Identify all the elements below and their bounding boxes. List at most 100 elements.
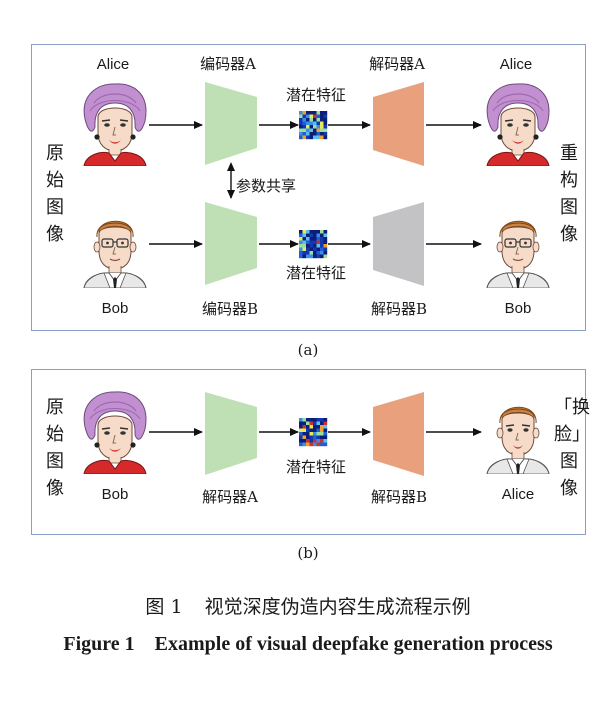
heatmap-cell: [302, 254, 307, 259]
heatmap-cell: [316, 435, 321, 440]
heatmap-cell: [320, 240, 324, 245]
heatmap-cell: [323, 125, 328, 129]
encoder-a-shape: [205, 82, 257, 165]
heatmap-cell: [309, 428, 314, 433]
heatmap-cell: [316, 247, 321, 252]
heatmap-cell: [313, 237, 317, 241]
heatmap-cell: [306, 425, 310, 429]
panel-b-right-vertical-label: 「换脸」图像: [554, 397, 590, 499]
alice-output-label-b: Alice: [501, 486, 535, 503]
heatmap-cell: [323, 237, 328, 241]
heatmap-cell: [302, 230, 307, 234]
heatmap-cell: [299, 125, 303, 129]
heatmap-cell: [306, 114, 310, 119]
latent-feature-map-a2: [299, 230, 328, 259]
panel-a-sublabel: (a): [297, 341, 319, 359]
encoder-a-label: 编码器A: [200, 55, 256, 73]
heatmap-cell: [320, 442, 324, 447]
heatmap-cell: [323, 128, 328, 133]
heatmap-cell: [309, 425, 314, 429]
latent-top-label: 潜在特征: [285, 86, 346, 104]
heatmap-cell: [302, 439, 307, 443]
heatmap-cell: [316, 230, 321, 234]
alice-output-label: Alice: [499, 56, 533, 73]
heatmap-cell: [309, 418, 314, 422]
heatmap-cell: [323, 118, 328, 122]
heatmap-cell: [299, 233, 303, 238]
heatmap-cell: [306, 135, 310, 140]
heatmap-cell: [299, 118, 303, 122]
heatmap-cell: [316, 244, 321, 248]
heatmap-cell: [316, 233, 321, 238]
encoder-b-label: 编码器B: [201, 300, 259, 318]
decoder-b-shape-b: [373, 392, 424, 476]
heatmap-cell: [313, 435, 317, 440]
heatmap-cell: [316, 135, 321, 140]
bob-input-label-b: Bob: [101, 486, 129, 503]
heatmap-cell: [323, 442, 328, 447]
shared-params-label: 参数共享: [236, 177, 297, 195]
panel-b: [31, 369, 586, 535]
latent-feature-map-a1: [299, 111, 328, 140]
heatmap-cell: [313, 247, 317, 252]
decoder-b-label-b: 解码器B: [370, 488, 428, 506]
heatmap-cell: [320, 118, 324, 122]
heatmap-cell: [323, 132, 328, 136]
heatmap-cell: [302, 425, 307, 429]
heatmap-cell: [309, 237, 314, 241]
heatmap-cell: [320, 121, 324, 126]
heatmap-cell: [309, 439, 314, 443]
heatmap-cell: [299, 439, 303, 443]
heatmap-cell: [302, 442, 307, 447]
heatmap-cell: [309, 132, 314, 136]
heatmap-cell: [302, 118, 307, 122]
heatmap-cell: [306, 418, 310, 422]
heatmap-cell: [320, 244, 324, 248]
bob-output-label: Bob: [504, 300, 532, 317]
heatmap-cell: [316, 237, 321, 241]
heatmap-cell: [302, 121, 307, 126]
heatmap-cell: [323, 251, 328, 255]
heatmap-cell: [306, 254, 310, 259]
latent-label-b: 潜在特征: [285, 458, 346, 476]
heatmap-cell: [316, 442, 321, 447]
heatmap-cell: [309, 435, 314, 440]
heatmap-cell: [306, 125, 310, 129]
heatmap-cell: [306, 237, 310, 241]
heatmap-cell: [309, 125, 314, 129]
heatmap-cell: [309, 230, 314, 234]
heatmap-cell: [309, 114, 314, 119]
heatmap-cell: [302, 244, 307, 248]
heatmap-cell: [320, 421, 324, 426]
heatmap-cell: [306, 435, 310, 440]
heatmap-cell: [299, 244, 303, 248]
heatmap-cell: [313, 118, 317, 122]
heatmap-cell: [299, 442, 303, 447]
heatmap-cell: [302, 135, 307, 140]
heatmap-cell: [316, 439, 321, 443]
heatmap-cell: [313, 428, 317, 433]
heatmap-cell: [309, 121, 314, 126]
heatmap-cell: [309, 240, 314, 245]
figure-caption-cn-label: 图 1: [145, 596, 183, 618]
heatmap-cell: [309, 128, 314, 133]
heatmap-cell: [320, 128, 324, 133]
heatmap-cell: [313, 442, 317, 447]
heatmap-cell: [299, 254, 303, 259]
heatmap-cell: [323, 240, 328, 245]
heatmap-cell: [309, 247, 314, 252]
heatmap-cell: [323, 432, 328, 436]
heatmap-cell: [323, 121, 328, 126]
heatmap-cell: [299, 435, 303, 440]
heatmap-cell: [302, 114, 307, 119]
heatmap-cell: [306, 111, 310, 115]
heatmap-cell: [306, 247, 310, 252]
heatmap-cell: [302, 240, 307, 245]
heatmap-cell: [313, 135, 317, 140]
latent-bottom-label: 潜在特征: [285, 264, 346, 282]
heatmap-cell: [306, 442, 310, 447]
heatmap-cell: [323, 135, 328, 140]
heatmap-cell: [323, 233, 328, 238]
heatmap-cell: [299, 240, 303, 245]
